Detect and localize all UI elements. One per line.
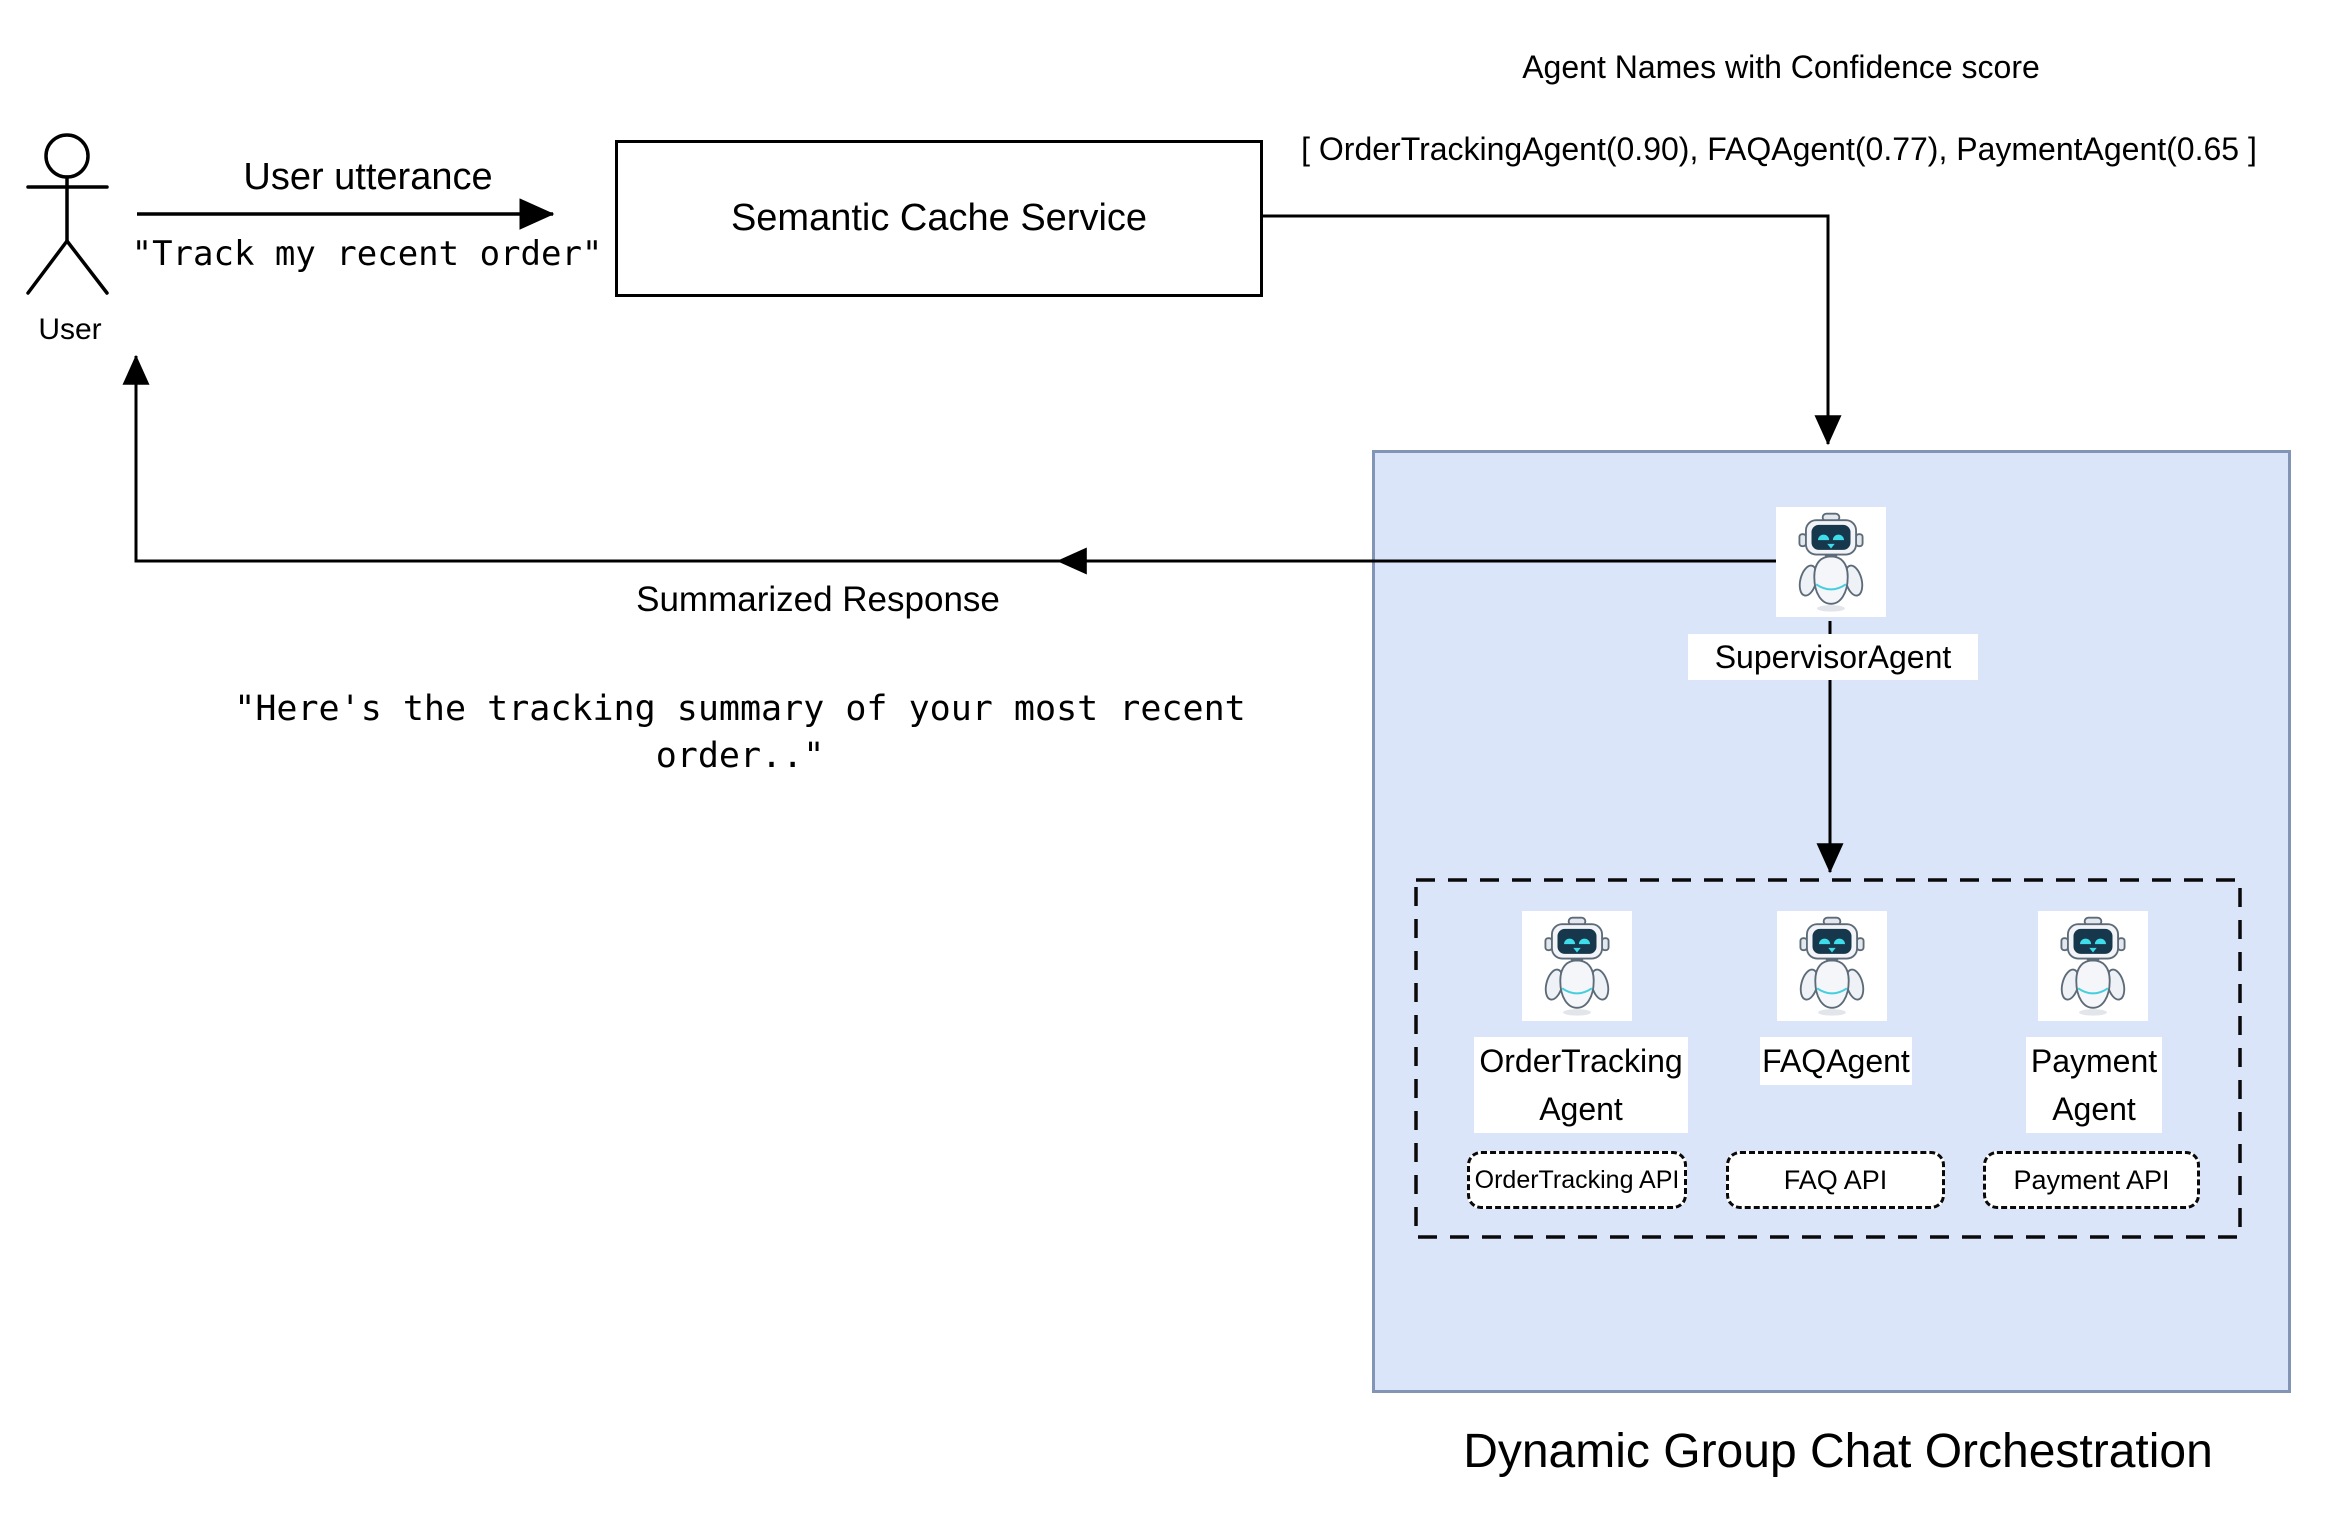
- semantic-cache-label: Semantic Cache Service: [730, 197, 1148, 239]
- faq-api-label: FAQ API: [1783, 1164, 1888, 1195]
- faq-agent-label: FAQAgent: [1760, 1037, 1912, 1085]
- response-label: Summarized Response: [636, 580, 1000, 619]
- confidence-title: Agent Names with Confidence score: [1522, 49, 2040, 85]
- response-quote: "Here's the tracking summary of your mos…: [234, 689, 1246, 777]
- user-figure: [26, 133, 109, 295]
- ordertracking-robot-icon: [1522, 911, 1632, 1021]
- ordertracking-api-label: OrderTracking API: [1474, 1165, 1680, 1194]
- faq-api-box: FAQ API: [1726, 1151, 1945, 1209]
- cache-to-panel-arrow: [1262, 214, 1842, 446]
- response-to-user-arrow: [122, 354, 1058, 563]
- user-label: User: [38, 313, 102, 346]
- supervisor-label: SupervisorAgent: [1688, 634, 1978, 680]
- payment-api-box: Payment API: [1983, 1151, 2200, 1209]
- ordertracking-api-box: OrderTracking API: [1467, 1151, 1687, 1209]
- ordertracking-agent-label: OrderTracking Agent: [1474, 1037, 1688, 1133]
- confidence-list: [ OrderTrackingAgent(0.90), FAQAgent(0.7…: [1301, 131, 2257, 167]
- faq-robot-icon: [1777, 911, 1887, 1021]
- supervisor-robot-icon: [1776, 507, 1886, 617]
- payment-agent-label: Payment Agent: [2026, 1037, 2162, 1133]
- orchestration-title: Dynamic Group Chat Orchestration: [1463, 1425, 2213, 1478]
- payment-api-label: Payment API: [2013, 1164, 2170, 1195]
- utterance-quote: "Track my recent order": [131, 234, 603, 274]
- semantic-cache-box: Semantic Cache Service: [615, 140, 1263, 297]
- utterance-label: User utterance: [243, 156, 493, 198]
- payment-robot-icon: [2038, 911, 2148, 1021]
